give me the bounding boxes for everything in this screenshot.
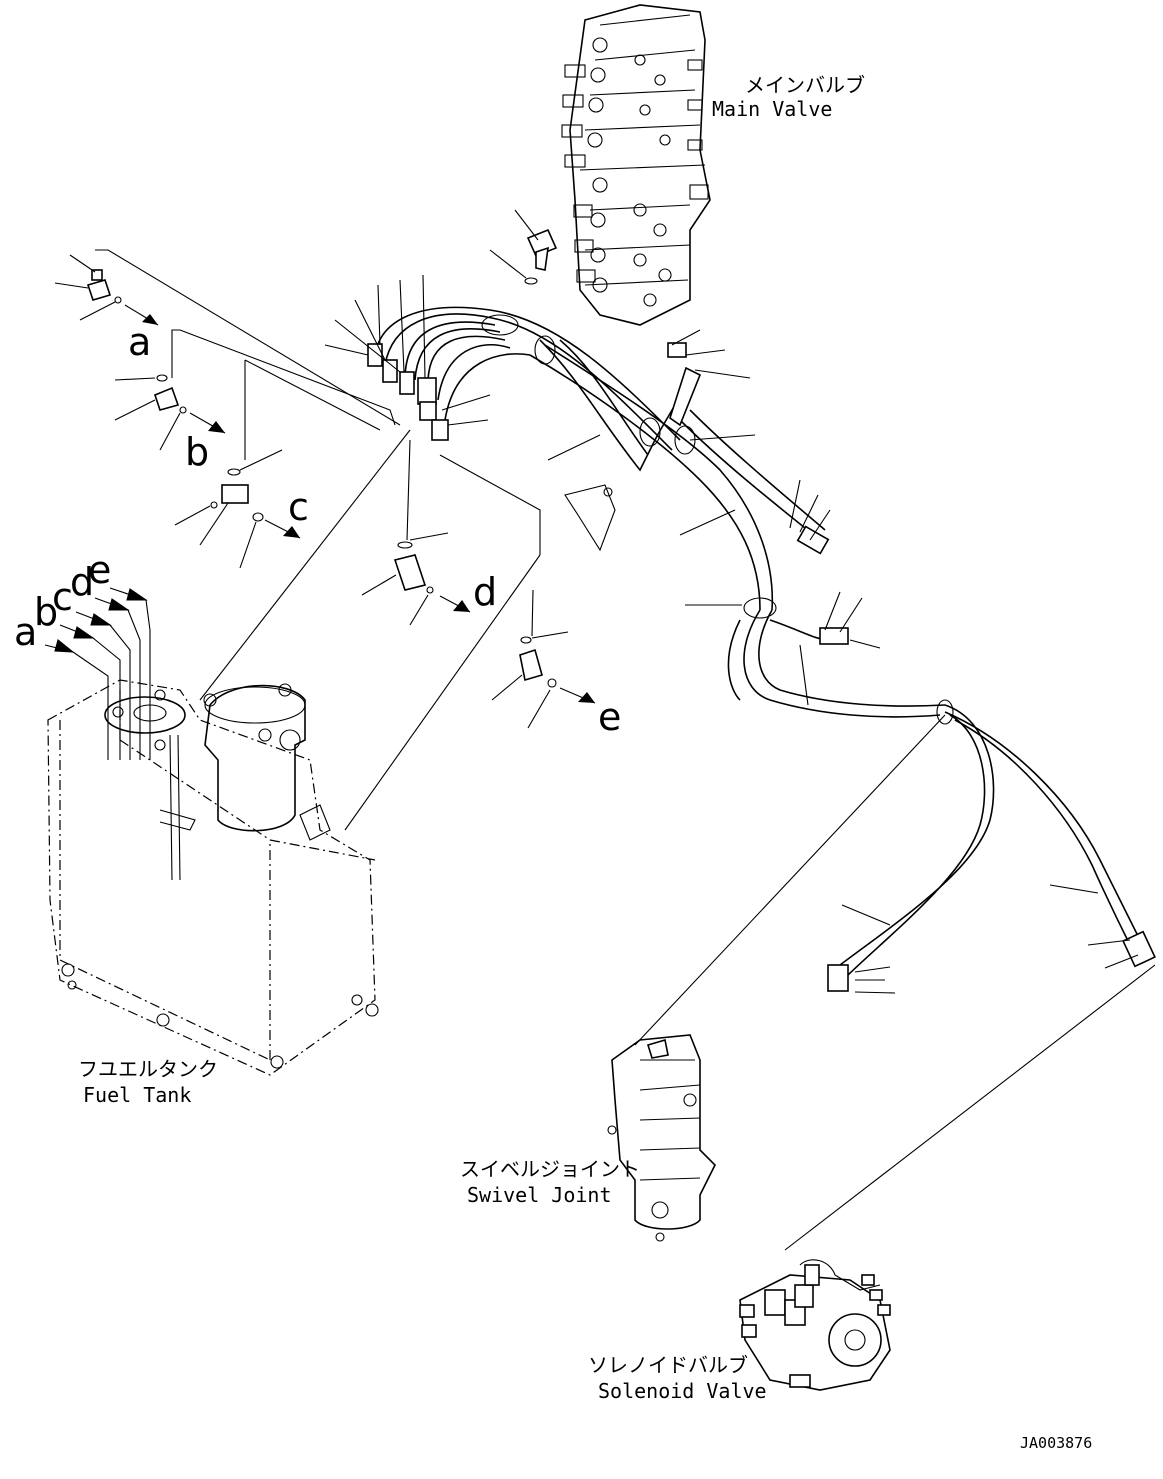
fuel-tank-drawing <box>47 679 379 1076</box>
tank-marker-group: a b c d e <box>14 548 111 654</box>
swivel-joint-drawing <box>607 1034 716 1242</box>
reference-lines <box>95 249 1156 1251</box>
fitting-a <box>54 254 159 326</box>
fitting-e <box>491 589 596 729</box>
marker-e: e <box>598 695 621 739</box>
fitting-b <box>114 374 226 451</box>
marker-d: d <box>473 570 497 614</box>
fuel-tank-label-jp: フユエルタンク <box>78 1057 218 1081</box>
marker-b: b <box>185 430 209 474</box>
marker-a: a <box>128 320 151 364</box>
tank-marker-leaders <box>44 587 151 760</box>
main-valve-drawing <box>561 4 711 326</box>
solenoid-valve-drawing <box>739 1259 891 1391</box>
solenoid-valve-label-jp: ソレノイドバルブ <box>588 1353 748 1377</box>
tank-marker-c: c <box>52 575 73 619</box>
tank-marker-e: e <box>88 548 111 592</box>
hose-bundle <box>367 306 1156 992</box>
marker-c: c <box>288 485 309 529</box>
solenoid-valve-label-en: Solenoid Valve <box>598 1379 767 1403</box>
leader-lines <box>324 274 1139 994</box>
main-valve-label-en: Main Valve <box>712 97 832 121</box>
swivel-joint-label-jp: スイベルジョイント <box>460 1157 640 1181</box>
tank-marker-a: a <box>14 610 37 654</box>
fitting-d <box>361 439 471 626</box>
drawing-number: JA003876 <box>1020 1434 1092 1452</box>
fitting-c <box>174 449 301 569</box>
bolt-part <box>489 209 558 285</box>
swivel-joint-label-en: Swivel Joint <box>467 1183 612 1207</box>
main-valve-label-jp: メインバルブ <box>745 73 865 97</box>
tank-marker-b: b <box>34 590 58 634</box>
tank-marker-d: d <box>70 560 94 604</box>
fuel-tank-label-en: Fuel Tank <box>83 1083 191 1107</box>
